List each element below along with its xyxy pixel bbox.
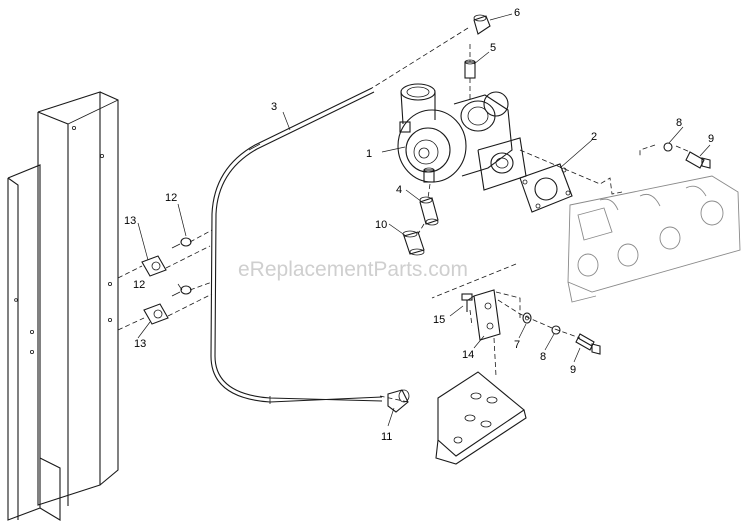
callout-2: 2: [591, 131, 597, 143]
callout-3: 3: [271, 101, 277, 113]
exhaust-manifold: [567, 175, 741, 303]
lock-washer-8-lower: [551, 325, 561, 335]
assembly-lines: [117, 27, 691, 403]
callout-5: 5: [490, 42, 496, 54]
leader-lines: [137, 13, 711, 427]
callout-7: 7: [514, 339, 520, 351]
callout-9-lower: 9: [570, 364, 576, 376]
clamp-screw-12-lower: [171, 285, 192, 297]
turbo-gasket: [519, 163, 573, 213]
oil-line-tube: [210, 87, 383, 404]
callout-13-upper: 13: [124, 215, 136, 227]
oil-fitting-10: [402, 230, 425, 256]
callout-6: 6: [514, 7, 520, 19]
lock-washer-8-upper: [663, 142, 673, 152]
bracket-14: [467, 289, 501, 341]
adapter-fitting-5: [464, 59, 476, 79]
frame-rail: [7, 91, 119, 521]
line-clamp-13-upper: [141, 255, 167, 277]
bolt-9-lower: [575, 333, 601, 355]
bolt-15: [461, 293, 473, 312]
oil-fitting-4: [419, 196, 439, 226]
callout-13-lower: 13: [134, 338, 146, 350]
clamp-screw-12-upper: [171, 237, 192, 249]
bolt-9-upper: [685, 151, 711, 169]
callout-12-upper: 12: [165, 192, 177, 204]
callout-12-lower: 12: [133, 279, 145, 291]
callout-9-upper: 9: [708, 133, 714, 145]
elbow-fitting-6: [473, 14, 491, 35]
callout-4: 4: [396, 184, 402, 196]
callout-15: 15: [433, 314, 445, 326]
mounting-plate: [435, 371, 527, 465]
callout-8-lower: 8: [540, 351, 546, 363]
watermark: eReplacementParts.com: [238, 258, 468, 281]
turbocharger: [397, 83, 527, 191]
callouts: 1 2 3 4 5 6 7 8 8 9 9 10 11 12 12 13 13 …: [124, 7, 714, 443]
line-clamp-13-lower: [143, 303, 169, 325]
callout-10: 10: [375, 219, 387, 231]
callout-11: 11: [381, 431, 392, 443]
callout-1: 1: [366, 148, 372, 160]
callout-8-upper: 8: [676, 117, 682, 129]
elbow-fitting-11: [387, 389, 410, 413]
callout-14: 14: [462, 349, 474, 361]
